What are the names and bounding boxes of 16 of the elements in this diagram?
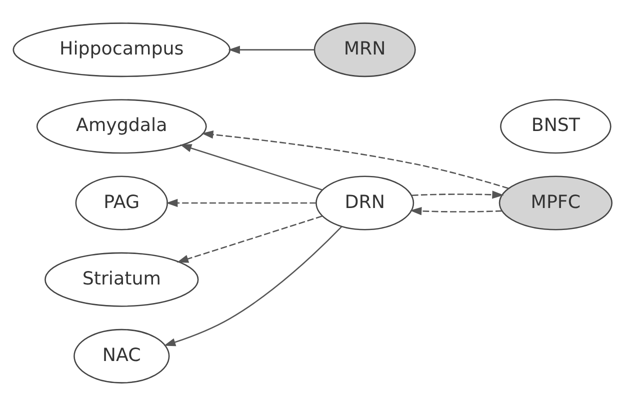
node-ellipse: BNST: [500, 99, 612, 154]
arrow: [228, 46, 314, 54]
node-ellipse: MPFC: [498, 176, 612, 230]
arrow: [410, 206, 502, 216]
node-ellipse: Striatum: [44, 252, 199, 307]
arrow: [176, 216, 322, 263]
arrow: [412, 190, 504, 199]
node-ellipse: Hippocampus: [12, 22, 231, 78]
arrow: [202, 130, 509, 189]
node-ellipse: MRN: [314, 22, 416, 78]
arrow: [180, 144, 322, 190]
arrow: [166, 198, 316, 208]
node-ellipse: NAC: [74, 328, 170, 384]
node-ellipse: PAG: [75, 176, 168, 230]
arrow: [164, 226, 342, 346]
node-ellipse: DRN: [316, 176, 414, 230]
